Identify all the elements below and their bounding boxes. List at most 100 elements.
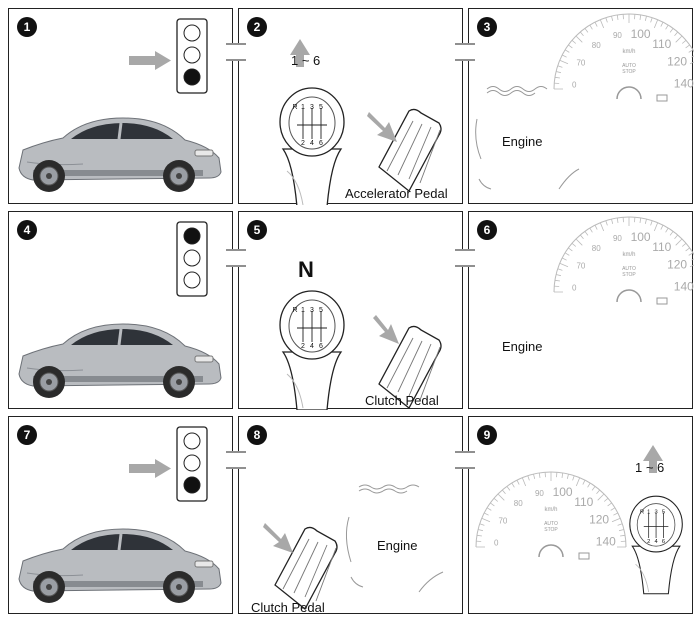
car-image: [18, 117, 222, 192]
up-arrow-icon: [643, 445, 663, 473]
svg-text:140: 140: [596, 535, 616, 549]
svg-text:4: 4: [310, 140, 314, 147]
svg-text:R: R: [640, 509, 644, 515]
gear-range-label: 1 ~ 6: [635, 460, 665, 475]
step-number-9: 9: [477, 425, 497, 445]
panel-4-art: [18, 221, 222, 398]
connector-1-2: [226, 43, 246, 61]
svg-text:4: 4: [654, 539, 658, 545]
svg-text:80: 80: [592, 244, 601, 253]
svg-text:90: 90: [613, 31, 622, 40]
clutch-pedal-label: Clutch Pedal: [251, 600, 325, 615]
traffic-light-icon: [176, 18, 208, 94]
svg-text:100: 100: [553, 485, 573, 499]
connector-4-5: [226, 249, 246, 267]
engine-label: Engine: [502, 134, 543, 149]
car-image: [18, 528, 222, 603]
svg-text:140: 140: [674, 280, 694, 294]
svg-text:6: 6: [319, 140, 323, 147]
svg-text:110: 110: [652, 37, 671, 51]
panel-7: 7: [8, 416, 233, 614]
svg-text:6: 6: [319, 343, 323, 350]
panel-1: 1: [8, 8, 233, 204]
svg-text:70: 70: [498, 516, 507, 525]
svg-text:STOP: STOP: [622, 69, 636, 75]
svg-text:5: 5: [662, 509, 665, 515]
svg-text:2: 2: [301, 343, 305, 350]
traffic-light-icon: [176, 221, 208, 297]
right-arrow-icon: [129, 51, 171, 70]
svg-text:80: 80: [514, 499, 523, 508]
svg-text:AUTO: AUTO: [622, 266, 636, 272]
neutral-gear-label: N: [298, 257, 314, 282]
engine-sketch: [345, 484, 444, 593]
panel-4: 4: [8, 211, 233, 409]
clutch-pedal: [274, 526, 338, 610]
panel-8-art: [263, 484, 444, 610]
engine-sketch: [475, 86, 580, 190]
clutch-pedal-label: Clutch Pedal: [365, 393, 439, 408]
svg-text:4: 4: [310, 343, 314, 350]
svg-text:R: R: [292, 104, 297, 111]
svg-text:120: 120: [589, 512, 609, 526]
engine-label: Engine: [377, 538, 418, 553]
svg-text:0: 0: [572, 284, 577, 293]
connector-5-6: [455, 249, 475, 267]
svg-text:140: 140: [674, 77, 694, 91]
connector-2-3: [455, 43, 475, 61]
svg-text:110: 110: [652, 240, 671, 254]
panel-1-art: [18, 18, 222, 192]
panel-7-art: [18, 426, 222, 603]
pedal-arrow-icon: [367, 112, 397, 142]
pedal-arrow-icon: [263, 523, 293, 553]
accelerator-pedal-label: Accelerator Pedal: [345, 186, 448, 201]
svg-text:100: 100: [631, 230, 651, 244]
car-image: [18, 323, 222, 398]
svg-text:70: 70: [576, 261, 585, 270]
svg-text:km/h: km/h: [622, 252, 635, 258]
svg-text:80: 80: [592, 41, 601, 50]
connector-7-8: [226, 451, 246, 469]
step-number-3: 3: [477, 17, 497, 37]
panel-8: 8 Engine Clutch Pedal: [238, 416, 463, 615]
up-arrow-icon: [290, 39, 310, 67]
svg-text:100: 100: [631, 27, 651, 41]
svg-text:1: 1: [301, 104, 305, 111]
accelerator-pedal: [378, 108, 442, 192]
step-number-5: 5: [247, 220, 267, 240]
svg-text:70: 70: [576, 58, 585, 67]
right-arrow-icon: [129, 459, 171, 478]
svg-text:km/h: km/h: [544, 507, 557, 513]
svg-text:110: 110: [574, 495, 593, 509]
gear-range-label: 1 ~ 6: [291, 53, 321, 68]
svg-text:2: 2: [647, 539, 650, 545]
svg-text:2: 2: [301, 140, 305, 147]
clutch-pedal: [378, 325, 442, 409]
pedal-arrow-icon: [373, 315, 399, 344]
step-number-2: 2: [247, 17, 267, 37]
step-number-8: 8: [247, 425, 267, 445]
step-number-4: 4: [17, 220, 37, 240]
svg-text:5: 5: [319, 307, 323, 314]
step-number-7: 7: [17, 425, 37, 445]
svg-text:5: 5: [319, 104, 323, 111]
svg-text:90: 90: [535, 489, 544, 498]
connector-8-9: [455, 451, 475, 469]
traffic-light-icon: [176, 426, 208, 502]
engine-label: Engine: [502, 339, 543, 354]
step-number-1: 1: [17, 17, 37, 37]
svg-text:0: 0: [494, 539, 499, 548]
svg-text:3: 3: [310, 104, 314, 111]
svg-text:AUTO: AUTO: [622, 63, 636, 69]
